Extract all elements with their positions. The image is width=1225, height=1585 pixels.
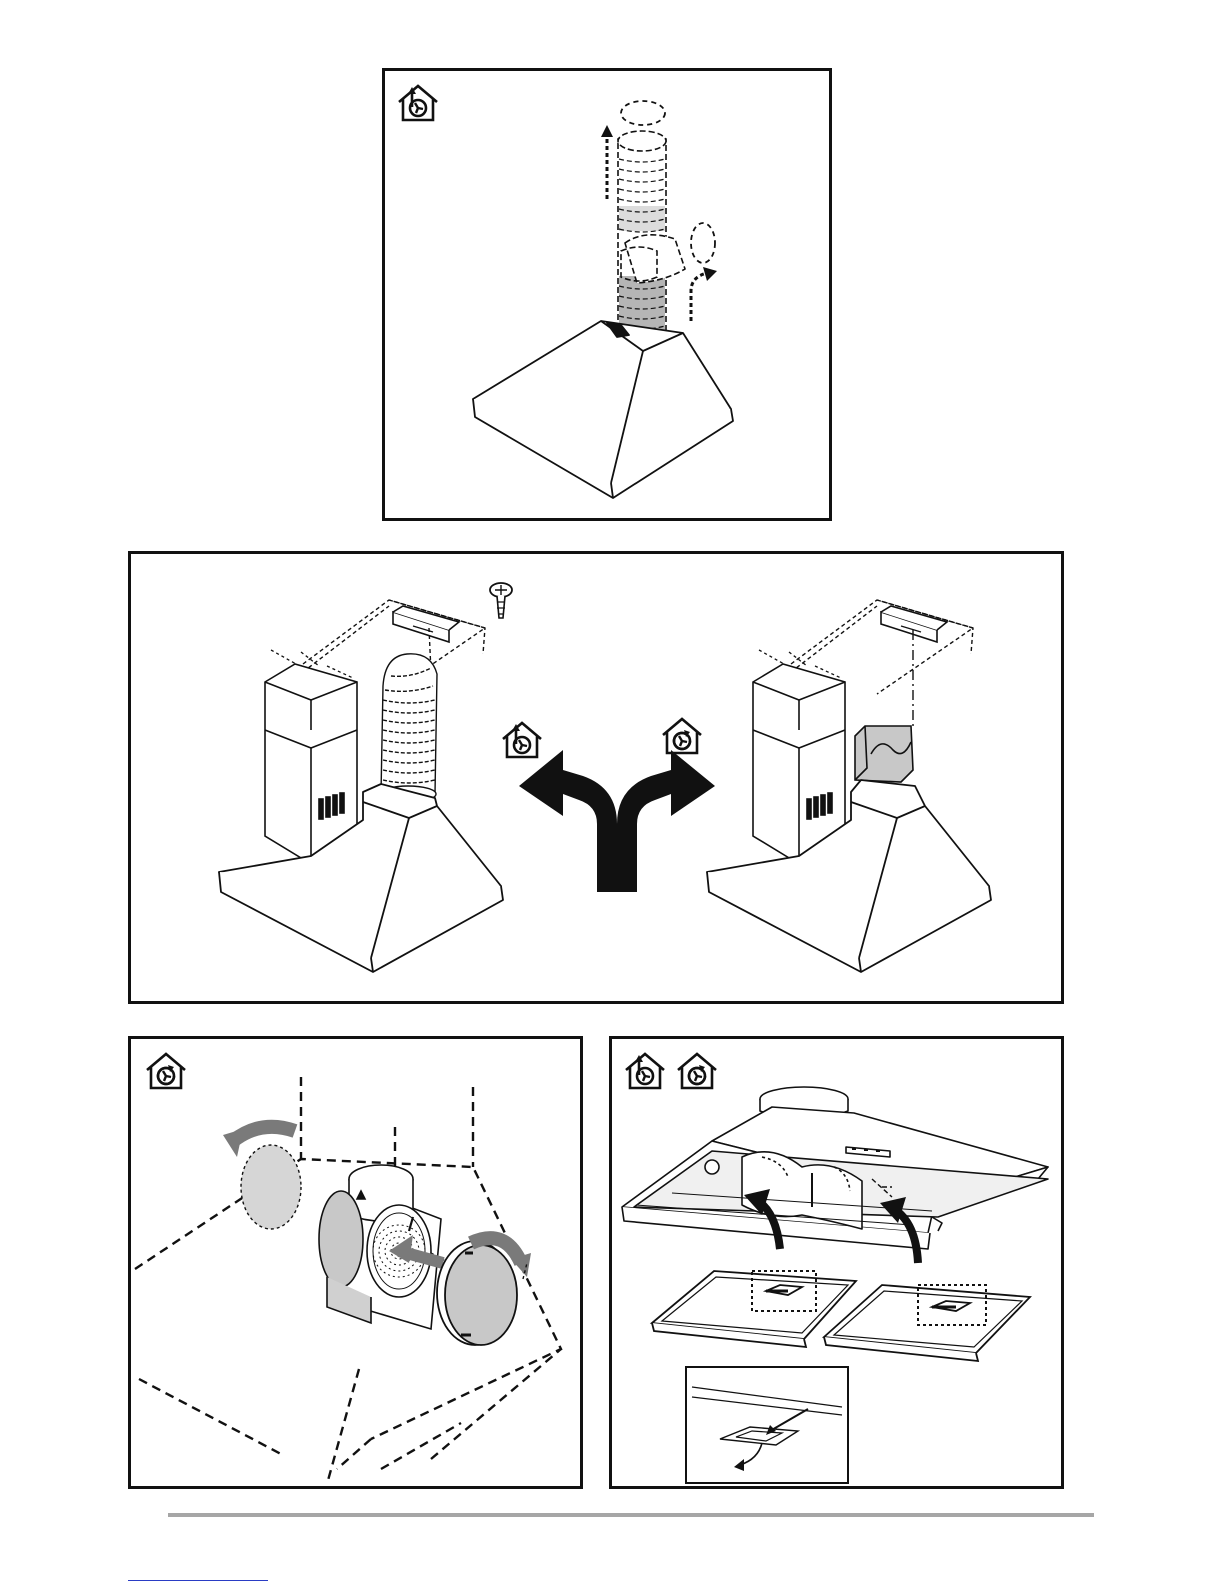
figure-duct-connection <box>382 68 832 521</box>
chimney-hood-body <box>219 784 503 972</box>
figure-grease-filters <box>609 1036 1064 1489</box>
filter-ghost <box>241 1145 301 1229</box>
footer-rule <box>168 1513 1094 1517</box>
carbon-filter <box>437 1241 517 1345</box>
mode-choice-illustration <box>131 554 1061 1001</box>
recirculation-mode-icon <box>663 719 701 753</box>
outlet-opening-top <box>621 101 665 125</box>
filter-latch-detail-inset <box>686 1367 848 1483</box>
carbon-filter-illustration <box>131 1039 580 1486</box>
arrow-side-icon <box>703 267 717 281</box>
motor-unit <box>319 1165 441 1329</box>
grease-filter-right <box>824 1285 1030 1361</box>
chimney-hood-body <box>473 321 733 498</box>
hood-extraction-version <box>219 600 503 972</box>
figure-mode-choice <box>128 551 1064 1004</box>
outlet-opening-side <box>691 223 715 263</box>
hood-underside <box>622 1087 1048 1249</box>
extraction-mode-icon <box>399 86 437 120</box>
rotate-arrow-left <box>233 1127 295 1141</box>
recirculation-deflector <box>855 726 913 782</box>
recirculation-mode-icon <box>147 1054 185 1088</box>
chimney-hood-body <box>707 780 991 972</box>
extraction-mode-icon <box>626 1054 664 1088</box>
screw-icon <box>490 583 512 618</box>
extraction-mode-icon <box>503 723 541 757</box>
recirculation-mode-icon <box>678 1054 716 1088</box>
figure-carbon-filter <box>128 1036 583 1489</box>
hood-duct-illustration <box>385 71 829 518</box>
footer-link-underline <box>128 1580 268 1581</box>
flexible-duct <box>380 654 437 802</box>
arrow-up-icon <box>601 125 613 137</box>
grease-filter-illustration <box>612 1039 1061 1486</box>
branch-arrow-icon <box>519 750 715 892</box>
hood-recirculation-version <box>707 600 991 972</box>
